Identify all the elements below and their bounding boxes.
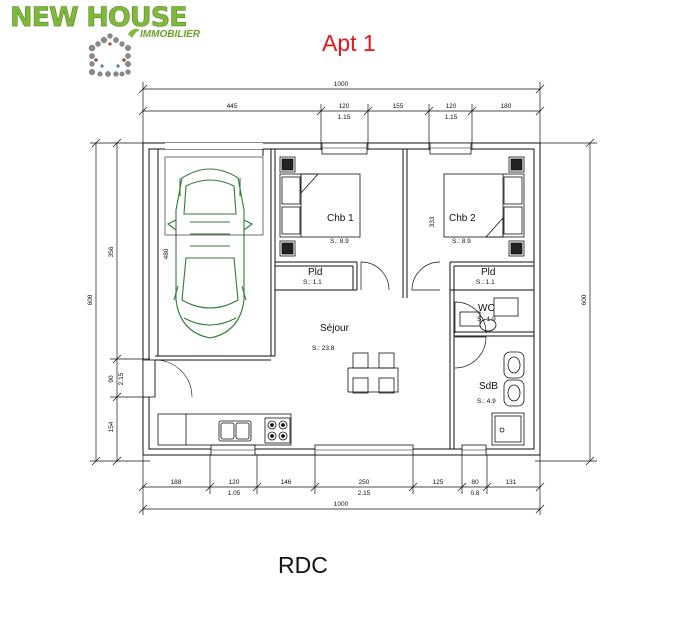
bottom-dim-4: 250 [359, 479, 370, 486]
left-dimension-lines [90, 138, 150, 466]
bottom-dim-3: 146 [281, 479, 292, 486]
door-swings [154, 261, 487, 398]
wc-toilet [459, 297, 519, 332]
top-dim-5: 180 [501, 103, 512, 110]
room-chb1-area: S.: 8.9 [330, 238, 349, 245]
room-pld2-name: Pld [481, 267, 495, 278]
room-sdb-name: SdB [479, 381, 498, 392]
top-window-height-2: 1.15 [445, 114, 458, 121]
room-wc-name: WC [478, 303, 495, 314]
garage-door-outline [164, 156, 264, 236]
left-total-dim: 600 [87, 294, 94, 305]
top-dim-3: 155 [393, 103, 404, 110]
top-dimension-lines [138, 82, 545, 150]
dining-table [347, 352, 399, 394]
kitchen-counter [157, 413, 292, 446]
bottom-dimension-labels: 188 120 146 250 125 80 131 1.05 2.15 0.8… [171, 479, 517, 508]
bottom-dim-1: 188 [171, 479, 182, 486]
bathroom-fixtures [491, 351, 525, 446]
left-dimension-labels: 600 356 90 2.15 154 [87, 246, 125, 432]
room-sejour-name: Séjour [320, 323, 350, 334]
wall-openings [142, 142, 487, 456]
left-dim-3: 154 [108, 421, 115, 432]
interior-walls [155, 149, 534, 449]
room-chb1-name: Chb 1 [327, 213, 354, 224]
apartment-title: Apt 1 [322, 30, 376, 56]
room-pld2-area: S.: 1.1 [476, 279, 495, 286]
top-dim-2: 120 [339, 103, 350, 110]
level-label: RDC [278, 552, 328, 578]
top-dimension-labels: 1000 445 120 155 120 180 1.15 1.15 [227, 81, 512, 121]
top-dim-1: 445 [227, 103, 238, 110]
room-wc-area: S.: 1.9 [477, 316, 496, 323]
bottom-dim-6: 80 [471, 479, 479, 486]
room-labels: Chb 1 S.: 8.9 Chb 2 S.: 8.9 Pld S.: 1.1 … [163, 213, 498, 405]
room-sejour-area: S.: 23.8 [312, 345, 335, 352]
bottom-dim-7: 131 [506, 479, 517, 486]
right-total-dim: 600 [581, 294, 588, 305]
brand-logo-text: NEW HOUSE [10, 2, 188, 34]
bottom-dimension-lines [138, 455, 545, 515]
left-dim-2-sub: 2.15 [118, 372, 125, 385]
room-sdb-area: S.: 4.9 [477, 398, 496, 405]
bottom-total-dim: 1000 [334, 501, 349, 508]
brand-logo-subtitle: IMMOBILIER [140, 29, 200, 40]
room-chb2-name: Chb 2 [449, 213, 476, 224]
bottom-sub-3: 0.8 [470, 490, 479, 497]
window-panes [211, 147, 486, 451]
bottom-dim-2: 120 [229, 479, 240, 486]
bottom-dim-5: 125 [433, 479, 444, 486]
bedroom-1-furniture [279, 156, 361, 257]
left-dim-2: 90 [108, 375, 115, 383]
top-total-dim: 1000 [334, 81, 349, 88]
exterior-walls [142, 142, 541, 456]
room-pld1-area: S.: 1.1 [303, 279, 322, 286]
room-pld1-name: Pld [308, 267, 322, 278]
top-window-height-1: 1.15 [338, 114, 351, 121]
bedroom-2-furniture [443, 156, 525, 257]
left-dim-1: 356 [108, 246, 115, 257]
top-dim-4: 120 [446, 103, 457, 110]
room-chb2-area: S.: 8.9 [452, 238, 471, 245]
bedroom-depth-dim: 333 [429, 216, 436, 227]
garage-car-icon [166, 168, 254, 339]
garage-depth-dim: 480 [163, 248, 170, 259]
right-dimension-lines [535, 138, 597, 466]
bottom-sub-1: 1.05 [228, 490, 241, 497]
bottom-sub-2: 2.15 [358, 490, 371, 497]
